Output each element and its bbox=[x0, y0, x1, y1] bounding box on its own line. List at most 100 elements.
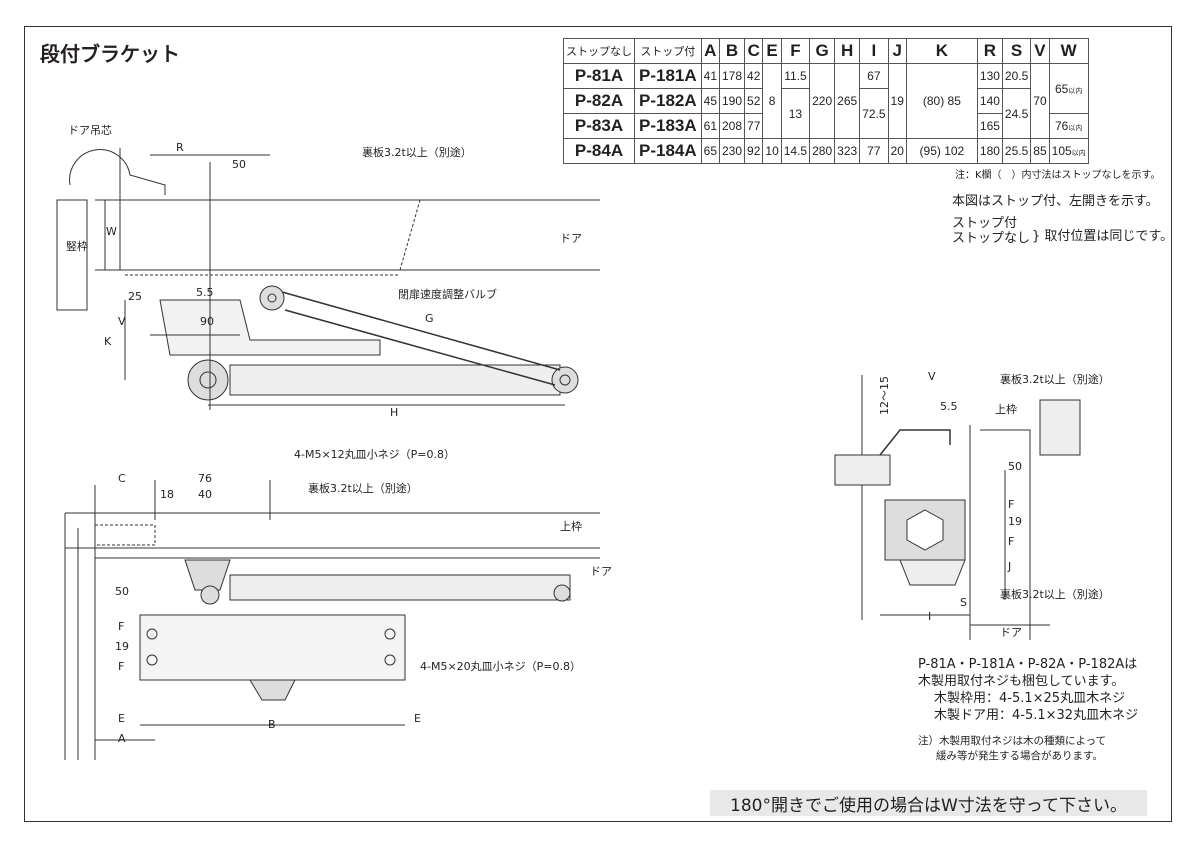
dim-5-5: 5.5 bbox=[196, 286, 214, 299]
label-door: ドア bbox=[560, 232, 582, 245]
cell-b: 208 bbox=[718, 113, 746, 139]
table-row: P-81A P-181A 41 178 42 8 11.5 220 265 67… bbox=[563, 63, 1089, 139]
model-stop: P-182A bbox=[634, 88, 702, 114]
cell-i: 67 bbox=[859, 63, 889, 89]
dim-j: J bbox=[1007, 560, 1011, 573]
table-row: P-83A P-183A 61 208 77 165 76以内 bbox=[563, 113, 1089, 139]
header-w: W bbox=[1048, 38, 1089, 64]
model-stop: P-181A bbox=[634, 63, 702, 89]
cell-f: 11.5 bbox=[780, 63, 811, 89]
dim-i: I bbox=[928, 610, 931, 623]
sheet-frame bbox=[24, 26, 1172, 822]
label-door: ドア bbox=[1000, 626, 1022, 639]
dim-40: 40 bbox=[198, 488, 212, 501]
cell-v: 85 bbox=[1030, 138, 1050, 164]
dim-e: E bbox=[118, 712, 125, 725]
header-g: G bbox=[809, 38, 836, 64]
cell-s: 20.5 bbox=[1001, 63, 1032, 89]
label-back-plate: 裏板3.2t以上（別途） bbox=[362, 145, 472, 159]
cell-r: 180 bbox=[976, 138, 1003, 164]
header-j: J bbox=[887, 38, 907, 64]
dim-b: B bbox=[268, 718, 276, 731]
dim-s: S bbox=[960, 596, 967, 609]
label-head-frame: 上枠 bbox=[560, 519, 582, 533]
dim-a: A bbox=[118, 732, 126, 745]
label-screw-m5x20: 4-M5×20丸皿小ネジ（P=0.8） bbox=[420, 660, 581, 673]
header-h: H bbox=[834, 38, 861, 64]
cell-i: 77 bbox=[859, 138, 889, 164]
cell-c: 92 bbox=[744, 138, 764, 164]
dim-v: V bbox=[118, 315, 126, 328]
cell-w: 76以内 bbox=[1048, 113, 1089, 139]
label-door-pivot: ドア吊芯 bbox=[68, 123, 112, 137]
k-note: 注：K欄（ ）内寸法はストップなしを示す。 bbox=[955, 170, 1161, 181]
cell-r: 165 bbox=[976, 113, 1003, 139]
cell-c: 77 bbox=[744, 113, 764, 139]
header-f: F bbox=[780, 38, 811, 64]
label-door: ドア bbox=[590, 565, 612, 578]
model-no-stop: P-83A bbox=[563, 113, 635, 139]
model-no-stop: P-84A bbox=[563, 138, 635, 164]
top-view-labels: ドア吊芯 R 50 裏板3.2t以上（別途） ドア W 竪枠 25 5.5 V … bbox=[66, 123, 582, 419]
cell-f: 14.5 bbox=[780, 138, 811, 164]
dim-r: R bbox=[176, 141, 184, 154]
caution-note: 注）木製用取付ネジは木の種類によって 緩み等が発生する場合があります。 bbox=[918, 735, 1107, 762]
cell-a: 65 bbox=[700, 138, 721, 164]
cell-b: 230 bbox=[718, 138, 746, 164]
table-row: P-82A P-182A 45 190 52 13 72.5 140 24.5 bbox=[563, 88, 1089, 139]
label-back-plate: 裏板3.2t以上（別途） bbox=[1000, 587, 1110, 601]
dim-f: F bbox=[118, 660, 124, 673]
cell-e: 10 bbox=[762, 138, 782, 164]
cell-f: 13 bbox=[780, 88, 811, 139]
cell-a: 41 bbox=[700, 63, 721, 89]
screw-note: P-81A・P-181A・P-82A・P-182Aは 木製用取付ネジも梱包してい… bbox=[918, 657, 1139, 723]
cell-g: 280 bbox=[809, 138, 836, 164]
dim-f: F bbox=[118, 620, 124, 633]
label-speed-valve: 閉扉速度調整バルブ bbox=[398, 287, 497, 301]
page-title: 段付ブラケット bbox=[40, 42, 180, 66]
dim-76: 76 bbox=[198, 472, 212, 485]
label-screw-m5x12: 4-M5×12丸皿小ネジ（P=0.8） bbox=[294, 448, 455, 461]
table-row: P-84A P-184A 65 230 92 10 14.5 280 323 7… bbox=[563, 138, 1089, 164]
side-view-drawing bbox=[834, 375, 1081, 640]
dim-h: H bbox=[390, 406, 398, 419]
cell-s: 24.5 bbox=[1001, 88, 1032, 139]
dim-f: F bbox=[1008, 535, 1014, 548]
dim-19: 19 bbox=[1008, 515, 1022, 528]
cell-h: 323 bbox=[834, 138, 861, 164]
dim-c: C bbox=[118, 472, 126, 485]
dim-90: 90 bbox=[200, 315, 214, 328]
cell-i: 72.5 bbox=[859, 88, 889, 139]
dim-5-5: 5.5 bbox=[940, 400, 958, 413]
cell-j: 19 bbox=[887, 63, 907, 139]
header-c: C bbox=[744, 38, 764, 64]
cell-s: 25.5 bbox=[1001, 138, 1032, 164]
cell-a: 45 bbox=[700, 88, 721, 114]
dim-w: W bbox=[106, 225, 117, 238]
side-view-labels: V 12〜15 5.5 裏板3.2t以上（別途） 上枠 50 F 19 F J … bbox=[878, 370, 1110, 639]
model-no-stop: P-82A bbox=[563, 88, 635, 114]
dim-50: 50 bbox=[1008, 460, 1022, 473]
model-stop: P-184A bbox=[634, 138, 702, 164]
top-view-drawing bbox=[56, 148, 600, 410]
dim-e: E bbox=[414, 712, 421, 725]
header-r: R bbox=[976, 38, 1003, 64]
dim-25: 25 bbox=[128, 290, 142, 303]
warning-banner: 180°開きでご使用の場合はW寸法を守って下さい。 bbox=[710, 790, 1147, 816]
dim-18: 18 bbox=[160, 488, 174, 501]
cell-w: 105以内 bbox=[1048, 138, 1089, 164]
dim-v: V bbox=[928, 370, 936, 383]
dim-50: 50 bbox=[232, 158, 246, 171]
cell-j: 20 bbox=[887, 138, 907, 164]
dim-19: 19 bbox=[115, 640, 129, 653]
label-back-plate: 裏板3.2t以上（別途） bbox=[1000, 372, 1110, 386]
model-no-stop: P-81A bbox=[563, 63, 635, 89]
model-stop: P-183A bbox=[634, 113, 702, 139]
dimension-table: ストップなし ストップ付 A B C E F G H I J K R S V W… bbox=[563, 38, 1089, 164]
cell-k: (95) 102 bbox=[905, 138, 978, 164]
label-head-frame: 上枠 bbox=[995, 402, 1017, 416]
stop-note: ストップ付ストップなし bbox=[952, 216, 1031, 246]
front-view-drawing bbox=[64, 480, 600, 760]
cell-a: 61 bbox=[700, 113, 721, 139]
